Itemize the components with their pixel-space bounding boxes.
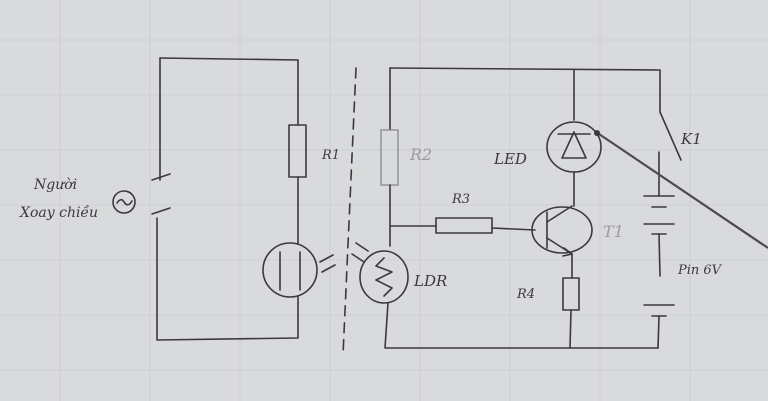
resistor-r4: [562, 277, 580, 311]
ldr-light-arrows: [351, 242, 369, 263]
lamp-symbol: [262, 242, 318, 298]
right-circuit: [351, 67, 682, 349]
label-led: LED: [494, 150, 527, 168]
label-r1: R1: [322, 148, 341, 163]
label-r4: R4: [517, 287, 536, 302]
led-symbol: [546, 121, 602, 173]
source-label-line1: Người: [34, 177, 78, 193]
resistor-r2: [380, 129, 399, 186]
label-r2: R2: [410, 145, 433, 164]
resistor-r3: [435, 217, 493, 234]
left-circuit: [112, 57, 336, 341]
pointer-stick: [595, 131, 768, 249]
label-k1: K1: [681, 130, 702, 148]
resistor-r1: [288, 124, 307, 178]
dashed-divider: [342, 67, 357, 356]
light-rays-icon: [319, 254, 336, 273]
label-ldr: LDR: [414, 272, 448, 290]
battery-symbol: [643, 195, 675, 235]
ac-source-symbol: [112, 190, 136, 214]
switch-k1: [659, 111, 682, 161]
transistor-t1: [531, 205, 593, 257]
label-battery: Pin 6V: [678, 263, 722, 278]
source-label-line2: Xoay chiều: [20, 205, 99, 221]
label-r3: R3: [452, 192, 471, 207]
label-t1: T1: [603, 222, 624, 241]
pointer-tip: [594, 130, 600, 136]
ldr-symbol: [359, 250, 409, 304]
